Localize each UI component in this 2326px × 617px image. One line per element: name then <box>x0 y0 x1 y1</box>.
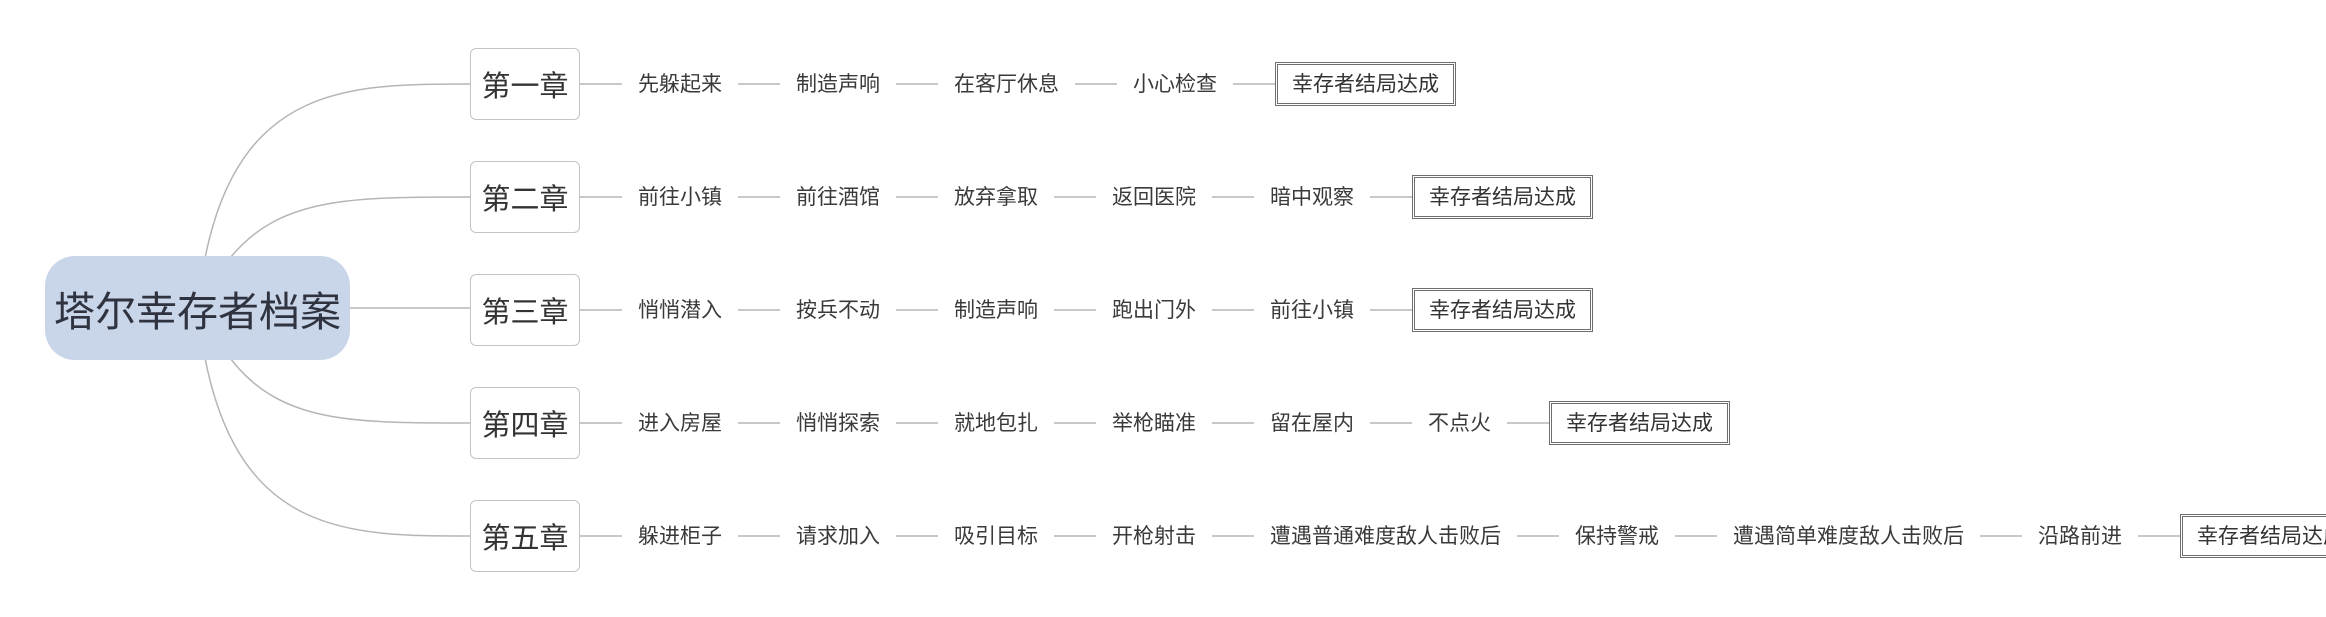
choice-step[interactable]: 进入房屋 <box>638 411 722 435</box>
root-branch-curve <box>229 357 471 424</box>
choice-step[interactable]: 小心检查 <box>1133 72 1217 96</box>
choice-step[interactable]: 放弃拿取 <box>954 185 1038 209</box>
ending-node[interactable]: 幸存者结局达成 <box>1275 62 1456 106</box>
choice-step[interactable]: 举枪瞄准 <box>1112 411 1196 435</box>
choice-step[interactable]: 就地包扎 <box>954 411 1038 435</box>
choice-step[interactable]: 遭遇普通难度敌人击败后 <box>1270 524 1501 548</box>
choice-step[interactable]: 悄悄探索 <box>796 411 880 435</box>
root-node[interactable]: 塔尔幸存者档案 <box>45 256 350 360</box>
ending-node[interactable]: 幸存者结局达成 <box>1412 175 1593 219</box>
ending-node[interactable]: 幸存者结局达成 <box>1549 401 1730 445</box>
chapter-node[interactable]: 第二章 <box>470 161 580 233</box>
choice-step[interactable]: 沿路前进 <box>2038 524 2122 548</box>
choice-step[interactable]: 暗中观察 <box>1270 185 1354 209</box>
root-branch-curve <box>204 357 471 537</box>
choice-step[interactable]: 返回医院 <box>1112 185 1196 209</box>
choice-step[interactable]: 跑出门外 <box>1112 298 1196 322</box>
ending-node[interactable]: 幸存者结局达成 <box>1412 288 1593 332</box>
choice-step[interactable]: 悄悄潜入 <box>638 298 722 322</box>
root-branch-curve <box>204 83 471 259</box>
choice-step[interactable]: 不点火 <box>1428 411 1491 435</box>
chapter-node[interactable]: 第四章 <box>470 387 580 459</box>
chapter-node[interactable]: 第五章 <box>470 500 580 572</box>
choice-step[interactable]: 前往小镇 <box>638 185 722 209</box>
choice-step[interactable]: 吸引目标 <box>954 524 1038 548</box>
choice-step[interactable]: 制造声响 <box>954 298 1038 322</box>
choice-step[interactable]: 留在屋内 <box>1270 411 1354 435</box>
ending-node[interactable]: 幸存者结局达成 <box>2180 514 2326 558</box>
choice-step[interactable]: 前往小镇 <box>1270 298 1354 322</box>
choice-step[interactable]: 开枪射击 <box>1112 524 1196 548</box>
choice-step[interactable]: 先躲起来 <box>638 72 722 96</box>
choice-step[interactable]: 躲进柜子 <box>638 524 722 548</box>
choice-step[interactable]: 遭遇简单难度敌人击败后 <box>1733 524 1964 548</box>
choice-step[interactable]: 在客厅休息 <box>954 72 1059 96</box>
chapter-node[interactable]: 第一章 <box>470 48 580 120</box>
choice-step[interactable]: 前往酒馆 <box>796 185 880 209</box>
choice-step[interactable]: 制造声响 <box>796 72 880 96</box>
choice-step[interactable]: 保持警戒 <box>1575 524 1659 548</box>
root-branch-curve <box>229 196 471 259</box>
choice-step[interactable]: 按兵不动 <box>796 298 880 322</box>
chapter-node[interactable]: 第三章 <box>470 274 580 346</box>
choice-step[interactable]: 请求加入 <box>796 524 880 548</box>
